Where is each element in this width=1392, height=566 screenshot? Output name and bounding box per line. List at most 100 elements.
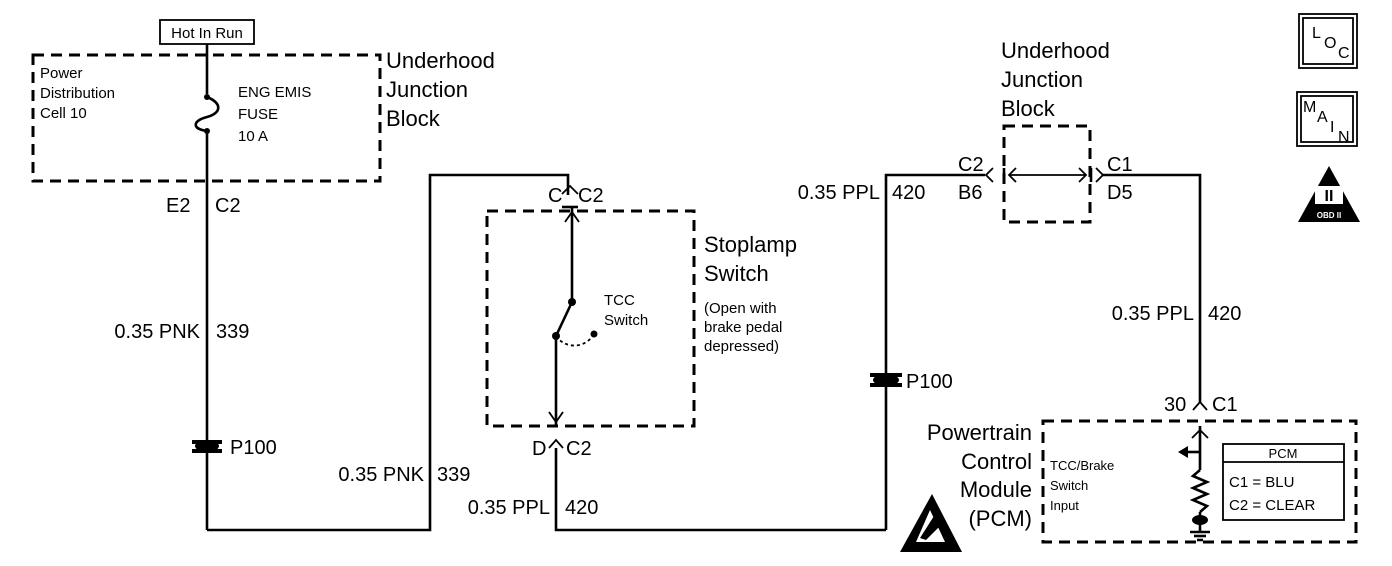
svg-text:P100: P100 <box>906 371 953 393</box>
svg-text:B6: B6 <box>958 182 982 204</box>
svg-text:420: 420 <box>565 497 598 519</box>
esd-warning-icon <box>900 494 962 552</box>
svg-text:0.35 PNK: 0.35 PNK <box>338 464 424 486</box>
svg-text:Junction: Junction <box>386 77 468 102</box>
stoplamp-top-connector: C C2 <box>548 184 604 209</box>
svg-text:TCC: TCC <box>604 292 635 309</box>
svg-text:0.35 PPL: 0.35 PPL <box>1112 303 1194 325</box>
svg-text:Power: Power <box>40 65 83 82</box>
svg-text:M: M <box>1303 99 1316 116</box>
pcm-name: Powertrain Control Module (PCM) <box>927 420 1032 531</box>
fuse-symbol <box>194 44 220 134</box>
right-junction-block-outline <box>1002 124 1092 224</box>
svg-text:O: O <box>1324 35 1336 52</box>
svg-text:TCC/Brake: TCC/Brake <box>1050 458 1114 473</box>
svg-text:C: C <box>1338 45 1350 62</box>
svg-text:D: D <box>532 438 546 460</box>
svg-text:Junction: Junction <box>1001 67 1083 92</box>
left-junction-block-name: Underhood Junction Block <box>386 48 495 131</box>
right-block-left-connector: C2 B6 <box>958 154 1017 204</box>
left-block-connector: C2 <box>215 195 241 217</box>
pcm-input-circuit <box>1178 426 1211 542</box>
svg-text:420: 420 <box>892 182 925 204</box>
stoplamp-switch-name: Stoplamp Switch <box>704 232 797 286</box>
svg-text:C1: C1 <box>1107 154 1133 176</box>
svg-text:Switch: Switch <box>604 312 648 329</box>
svg-text:C1 = BLU: C1 = BLU <box>1229 474 1294 491</box>
svg-text:Module: Module <box>960 477 1032 502</box>
right-junction-block-name: Underhood Junction Block <box>1001 38 1110 121</box>
svg-text:Cell 10: Cell 10 <box>40 105 87 122</box>
svg-text:420: 420 <box>1208 303 1241 325</box>
svg-text:C2: C2 <box>566 438 592 460</box>
svg-text:Block: Block <box>1001 96 1056 121</box>
svg-text:C2 = CLEAR: C2 = CLEAR <box>1229 497 1315 514</box>
svg-text:339: 339 <box>437 464 470 486</box>
left-block-terminal: E2 <box>166 195 190 217</box>
wire-ppl-420-bottom <box>554 448 886 532</box>
svg-text:Distribution: Distribution <box>40 85 115 102</box>
loc-icon: L O C <box>1298 13 1358 69</box>
svg-text:0.35 PPL: 0.35 PPL <box>468 497 550 519</box>
left-junction-block-outline <box>31 53 382 183</box>
stoplamp-switch-outline <box>485 209 696 428</box>
splice-p100-right: P100 <box>870 371 953 393</box>
splice-p100-left: P100 <box>192 437 277 459</box>
svg-text:339: 339 <box>216 321 249 343</box>
svg-text:Switch: Switch <box>1050 478 1088 493</box>
svg-text:(Open with: (Open with <box>704 300 777 317</box>
svg-text:0.35 PPL: 0.35 PPL <box>798 182 880 204</box>
wire-ppl-420-mid <box>884 173 985 530</box>
wire-label-ppl-mid: 0.35 PPL 420 <box>798 182 926 204</box>
fuse-label: ENG EMIS FUSE 10 A <box>238 84 311 145</box>
svg-text:Stoplamp: Stoplamp <box>704 232 797 257</box>
wire-ppl-420-right <box>1103 173 1202 402</box>
stoplamp-switch-note: (Open with brake pedal depressed) <box>704 300 782 355</box>
svg-text:Block: Block <box>386 106 441 131</box>
svg-text:10 A: 10 A <box>238 128 268 145</box>
stoplamp-bottom-connector: D C2 <box>532 438 592 460</box>
svg-text:D5: D5 <box>1107 182 1133 204</box>
svg-text:C2: C2 <box>958 154 984 176</box>
svg-text:Switch: Switch <box>704 261 769 286</box>
svg-text:Underhood: Underhood <box>386 48 495 73</box>
svg-text:Powertrain: Powertrain <box>927 420 1032 445</box>
tcc-switch-label: TCC Switch <box>604 292 648 329</box>
main-icon: M A I N <box>1296 91 1358 147</box>
svg-text:C2: C2 <box>578 185 604 207</box>
svg-text:N: N <box>1338 129 1350 146</box>
wire-label-ppl-bottom: 0.35 PPL 420 <box>468 497 599 519</box>
svg-text:P100: P100 <box>230 437 277 459</box>
svg-text:C1: C1 <box>1212 394 1238 416</box>
svg-text:brake pedal: brake pedal <box>704 319 782 336</box>
svg-text:0.35 PNK: 0.35 PNK <box>114 321 200 343</box>
obd2-icon: II OBD II <box>1298 166 1360 222</box>
svg-text:II: II <box>1325 188 1334 205</box>
power-distribution-label: Power Distribution Cell 10 <box>40 65 115 122</box>
pcm-connector: 30 C1 <box>1164 394 1238 416</box>
svg-text:L: L <box>1312 25 1321 42</box>
stoplamp-switch-contacts <box>548 207 598 425</box>
wire-label-ppl-right: 0.35 PPL 420 <box>1112 303 1242 325</box>
svg-text:Input: Input <box>1050 498 1079 513</box>
svg-text:(PCM): (PCM) <box>968 506 1032 531</box>
svg-text:30: 30 <box>1164 394 1186 416</box>
svg-text:OBD II: OBD II <box>1317 211 1341 220</box>
hot-in-run-label: Hot In Run <box>159 19 255 45</box>
svg-text:ENG EMIS: ENG EMIS <box>238 84 311 101</box>
wire-label-pnk-lower: 0.35 PNK 339 <box>338 464 470 486</box>
svg-text:Control: Control <box>961 449 1032 474</box>
svg-text:FUSE: FUSE <box>238 106 278 123</box>
svg-text:C: C <box>548 185 562 207</box>
right-block-right-connector: C1 D5 <box>1078 154 1133 204</box>
pcm-input-label: TCC/Brake Switch Input <box>1050 458 1114 513</box>
pcm-legend: PCM C1 = BLU C2 = CLEAR <box>1222 443 1345 521</box>
svg-text:A: A <box>1317 109 1328 126</box>
svg-text:PCM: PCM <box>1269 446 1298 461</box>
svg-text:depressed): depressed) <box>704 338 779 355</box>
wire-label-pnk-upper: 0.35 PNK 339 <box>114 321 249 343</box>
wire-pnk-339-route <box>207 173 555 532</box>
svg-text:I: I <box>1330 119 1334 136</box>
svg-text:Underhood: Underhood <box>1001 38 1110 63</box>
